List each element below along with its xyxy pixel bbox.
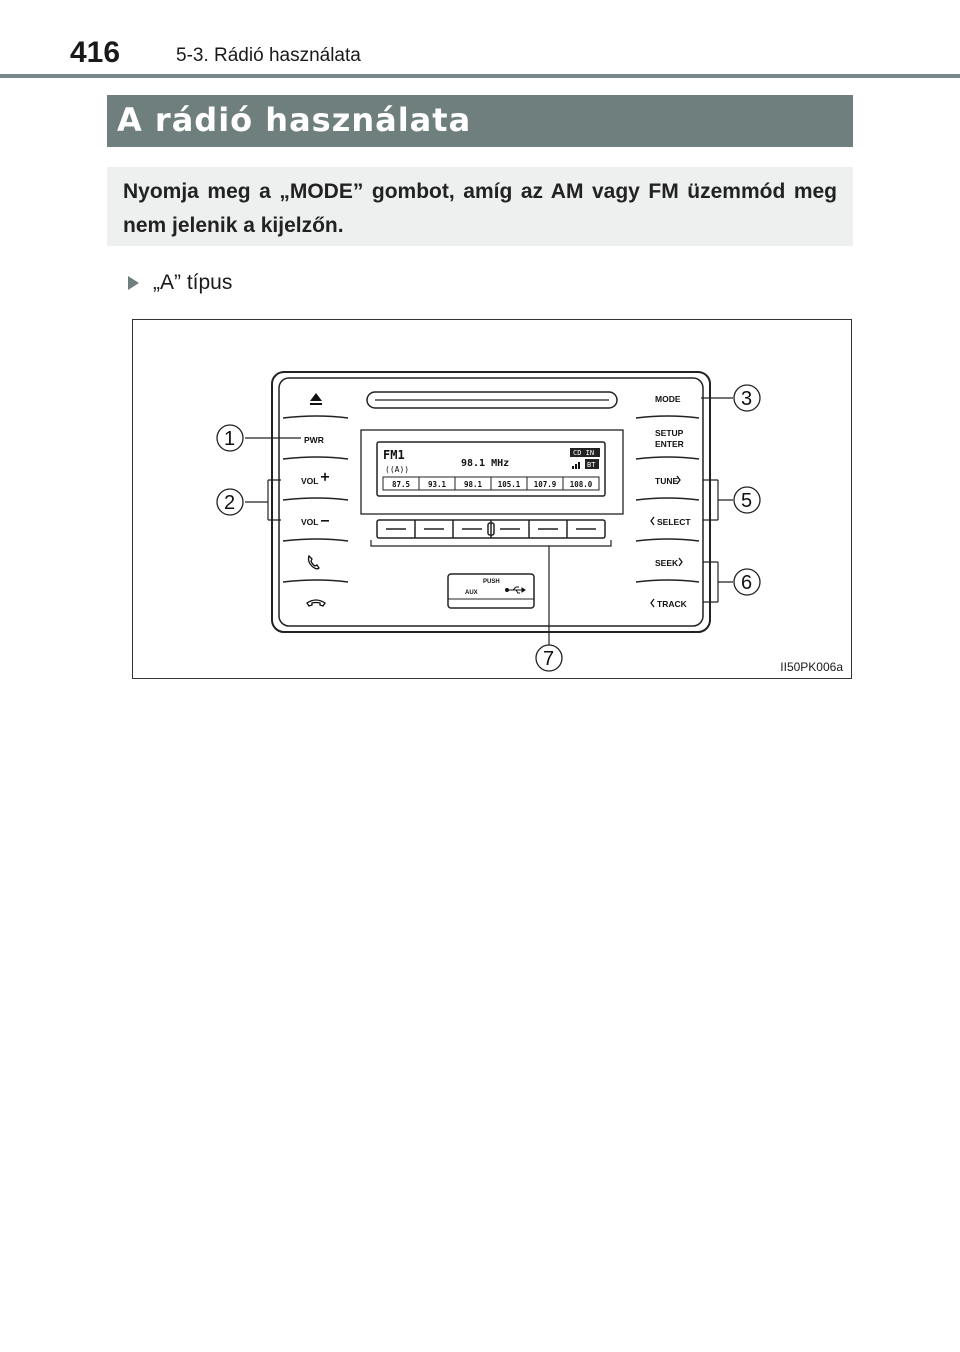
seek-button-label: SEEK: [655, 558, 679, 568]
aux-label: AUX: [465, 590, 478, 596]
eject-icon: [310, 393, 322, 405]
band-indicator: FM1: [383, 448, 405, 462]
chevron-right-icon: [676, 475, 681, 485]
phone-hangup-icon: [306, 599, 326, 607]
frequency-display: 98.1 MHz: [461, 458, 509, 469]
preset-frequency: 93.1: [428, 480, 447, 489]
vol-minus-button-label: VOL: [301, 517, 318, 527]
section-title: A rádió használata: [117, 101, 472, 139]
section-title-bar: A rádió használata: [107, 95, 853, 147]
aux-usb-panel: [447, 573, 535, 609]
figure-code: II50PK006a: [780, 660, 843, 674]
callout-6: 6: [733, 568, 761, 596]
cd-in-badge: [570, 448, 600, 457]
left-button-dividers: [282, 415, 349, 583]
svg-text:7: 7: [543, 648, 554, 670]
preset-frequency: 87.5: [392, 480, 410, 489]
phone-pickup-icon: [307, 554, 320, 570]
callout-leaders: [245, 397, 733, 603]
callout-1: 1: [216, 424, 244, 452]
preset-buttons: [376, 519, 606, 539]
cd-in-text: CD IN: [573, 449, 594, 457]
type-label: „A” típus: [128, 271, 232, 295]
enter-button-label: ENTER: [655, 439, 684, 449]
select-button-label: SELECT: [657, 517, 691, 527]
instruction-text: Nyomja meg a „MODE” gombot, amíg az AM v…: [123, 180, 837, 237]
usb-icon: [505, 586, 526, 594]
traffic-icon: ((A)): [385, 465, 409, 474]
bt-text: BT: [587, 461, 596, 469]
callout-5: 5: [733, 486, 761, 514]
plus-icon: [321, 472, 329, 481]
svg-text:2: 2: [224, 492, 235, 514]
page-number: 416: [70, 36, 121, 69]
cd-slot: [366, 391, 618, 409]
callout-3: 3: [733, 384, 761, 412]
push-label: PUSH: [483, 579, 500, 585]
signal-icon: [572, 462, 580, 469]
svg-text:1: 1: [224, 428, 235, 450]
chevron-left-icon: [650, 598, 655, 608]
chevron-left-icon: [650, 516, 655, 526]
minus-icon: [321, 520, 329, 522]
pwr-button-label: PWR: [304, 435, 324, 445]
triangle-bullet-icon: [128, 276, 139, 291]
radio-outer-frame: [271, 371, 711, 633]
type-label-text: „A” típus: [153, 271, 233, 294]
svg-text:6: 6: [741, 572, 752, 594]
svg-text:3: 3: [741, 388, 752, 410]
tune-button-label: TUNE: [655, 476, 678, 486]
preset-row: 87.5 93.1 98.1 105.1 107.9 108.0: [382, 476, 600, 491]
track-button-label: TRACK: [657, 599, 688, 609]
header-rule: [0, 74, 960, 78]
chevron-right-icon: [678, 557, 683, 567]
mode-button-label: MODE: [655, 394, 681, 404]
right-button-dividers: [635, 415, 700, 583]
radio-inner-frame: [278, 377, 704, 627]
preset-frequency: 105.1: [498, 480, 521, 489]
display-bezel: [360, 429, 624, 515]
radio-figure: PWR VOL VOL MODE SETUP ENTER TUNE SELECT…: [132, 319, 852, 679]
instruction-box: Nyomja meg a „MODE” gombot, amíg az AM v…: [107, 167, 853, 246]
preset-cell: [562, 476, 600, 491]
lcd-screen: [376, 441, 606, 497]
svg-text:5: 5: [741, 490, 752, 512]
preset-frequency: 108.0: [570, 480, 593, 489]
preset-frequency: 107.9: [534, 480, 557, 489]
callout-2: 2: [216, 488, 244, 516]
vol-plus-button-label: VOL: [301, 476, 318, 486]
setup-button-label: SETUP: [655, 428, 684, 438]
callout-7: 7: [535, 644, 563, 672]
bt-badge: [585, 459, 599, 469]
preset-frequency: 98.1: [464, 480, 483, 489]
radio-illustration: PWR VOL VOL MODE SETUP ENTER TUNE SELECT…: [216, 371, 761, 672]
chapter-title: 5-3. Rádió használata: [176, 45, 361, 66]
preset-bracket: [370, 540, 612, 547]
